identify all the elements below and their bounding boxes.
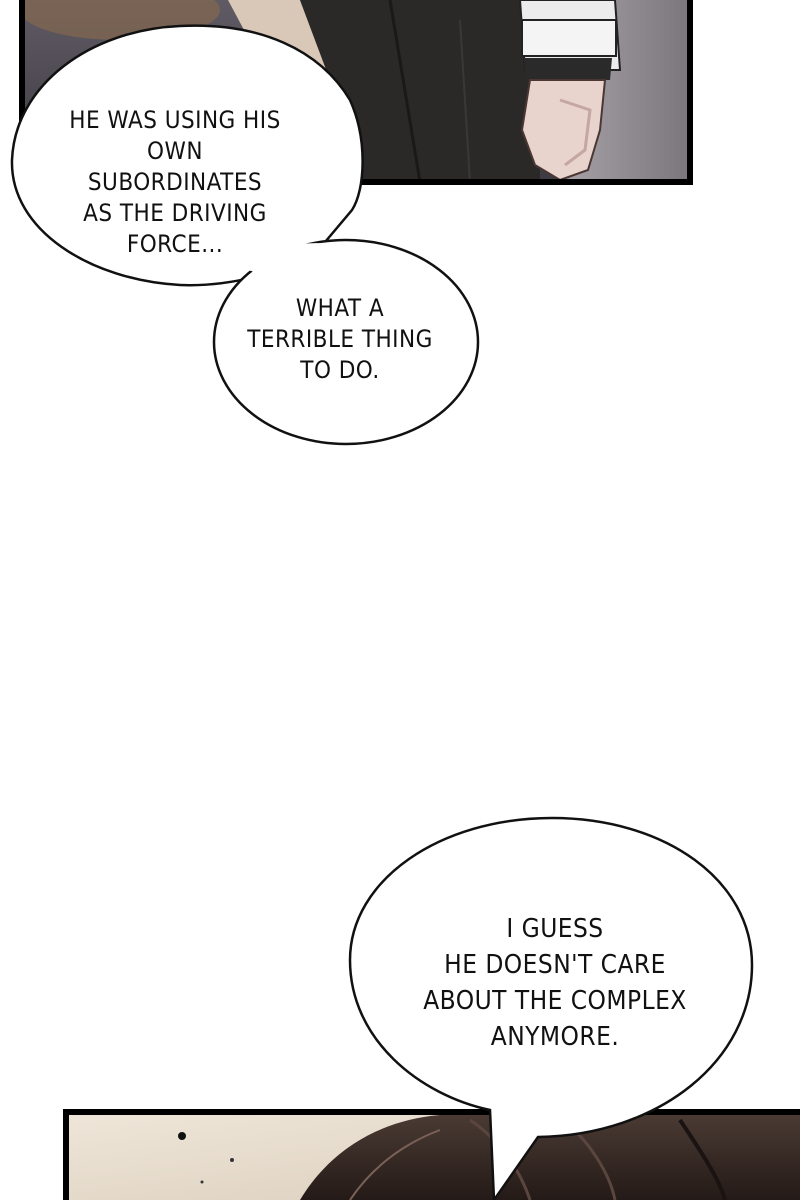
hand [520,79,607,182]
debris-speck [178,1132,186,1140]
speech-bubble-3 [348,816,754,1200]
hair-strand-3 [678,1118,727,1200]
speech-bubble-2-text: WHAT A TERRIBLE THING TO DO. [247,294,433,384]
speech-bubble-1-text: HE WAS USING HIS OWN SUBORDINATES AS THE… [69,106,281,258]
speech-bubble-2 [212,238,480,446]
speech-bubble-3-text: I GUESS HE DOESN'T CARE ABOUT THE COMPLE… [423,914,687,1052]
sleeve-cuff [521,19,617,57]
bubble-join [230,243,330,275]
debris-speck [230,1158,234,1162]
speech-bubble-1 [10,24,364,287]
debris-speck [200,1180,204,1184]
watch-band [524,58,612,80]
coat-fold [388,0,422,183]
hand-shadow [559,98,592,167]
bottom-panel [63,1109,800,1200]
hair-highlight [349,1129,441,1200]
coat-fold-2 [459,19,471,183]
